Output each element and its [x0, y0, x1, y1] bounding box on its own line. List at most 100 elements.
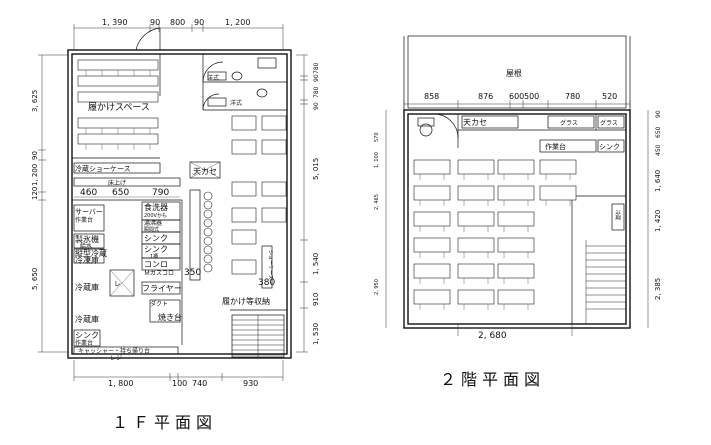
f1-hall-table: [231, 229, 257, 245]
f2-left-dim-4: 2, 950: [374, 279, 380, 295]
f1-dishwasher-spec-label: 200Vかも: [144, 212, 167, 219]
f1-bottom-dim-3: 740: [192, 379, 207, 388]
f1-bottom-dim-4: 930: [243, 379, 258, 388]
f1-fryer-label: フライヤー: [142, 284, 182, 293]
f2-sink-label: シンク: [599, 143, 620, 151]
f1-inner-dim-1: 460: [80, 188, 97, 198]
f1-server-sub-label: 作業台: [75, 216, 93, 224]
f1-inner-dim-2: 650: [112, 188, 129, 198]
f1-sink-sub-label: 1槽: [150, 253, 158, 260]
f2-table: [413, 159, 451, 175]
f1-dishwasher-label: 食洗器: [144, 202, 168, 212]
f2-table: [457, 159, 495, 175]
f1-vertical-fridge-label: 縦型冷蔵: [75, 248, 107, 258]
floor1-top-dimensions: 1, 390 90 800 90 1, 200: [73, 18, 284, 50]
f1-vertical-fridge2-label: 冷凍庫: [75, 255, 99, 265]
f2-left-dim-1: 570: [374, 132, 380, 142]
f2-top-dim-4: 500: [524, 92, 539, 101]
f1-toilet-label-2: 洋式: [230, 99, 242, 107]
f2-table: [413, 211, 451, 227]
f1-hall-table: [231, 207, 257, 223]
f1-hall-table: [261, 115, 287, 131]
f1-inner-dim-5: 380: [258, 278, 275, 288]
floor2-roof: 屋根: [403, 35, 631, 110]
f1-sink3-sub-label: 作業台: [75, 339, 93, 347]
floor1-showcase: 冷蔵ショーケース 床上げ 460 650 790: [73, 162, 181, 198]
f2-glass-label: グラス: [560, 119, 578, 127]
f1-left-dim-3: 1, 200: [31, 164, 39, 186]
f1-stool: [203, 209, 213, 219]
f1-stool: [203, 218, 213, 228]
f1-shoe-storage-label: 履かけ等収納: [222, 296, 270, 306]
f1-counter-under-label: 床上げ: [108, 179, 126, 187]
floor1-toilets: 洋式 洋式: [202, 57, 277, 111]
f1-counter: [189, 189, 201, 281]
f1-hall-table: [261, 207, 287, 223]
f1-hall-table: [261, 139, 287, 155]
f1-stool: [203, 254, 213, 264]
f2-top-dim-3: 600: [509, 92, 524, 101]
floor2-left-dimensions: 570 1, 100 2, 465 2, 950: [374, 110, 387, 328]
f1-stove-label: コンロ: [144, 260, 168, 269]
f1-top-dim-1: 1, 390: [102, 18, 127, 27]
f1-left-dim-1: 3, 625: [31, 90, 39, 112]
floor1-counter-stools: [189, 189, 213, 281]
f2-table: [497, 185, 535, 201]
floor1-bottom-dimensions: 1, 800 100 740 930: [73, 360, 284, 388]
f1-stool: [203, 191, 213, 201]
f2-right-dim-2: 650: [655, 126, 662, 138]
floor2-toilet: [417, 117, 435, 137]
f1-hall-table: [231, 181, 257, 197]
f1-left-dim-4: 120: [31, 187, 39, 200]
f1-table: [77, 75, 159, 87]
f2-table: [457, 185, 495, 201]
f1-fridge1-label: 冷蔵庫: [75, 282, 99, 292]
f1-right-dim-5: 5, 015: [312, 158, 320, 180]
floor-2-plan: 屋根 858 876 600 500 780 520: [374, 35, 662, 389]
f1-toilet-label-1: 洋式: [207, 74, 219, 82]
f2-right-dim-6: 2, 385: [654, 278, 662, 300]
f2-table: [457, 211, 495, 227]
f1-fridge2-label: 冷蔵庫: [75, 314, 99, 324]
f1-right-dim-2: 90: [313, 74, 320, 82]
f2-table: [539, 185, 577, 201]
f1-water-heater-label: 湯沸器: [144, 219, 162, 227]
f1-top-dim-2: 90: [150, 18, 160, 27]
f1-hall-table: [231, 139, 257, 155]
f2-table: [413, 185, 451, 201]
f1-left-dim-2: 90: [31, 151, 39, 160]
f1-right-dim-4: 90: [313, 102, 320, 110]
f1-table: [77, 117, 159, 129]
f1-right-dim-3: 780: [313, 86, 320, 98]
floor1-stairs: [232, 315, 284, 357]
floor2-bottom-dimension: 2, 680: [457, 324, 573, 341]
f2-top-dim-6: 520: [602, 92, 617, 101]
f1-server-label: サーバー: [75, 208, 103, 216]
f1-shoe-space-label: 履かけスペース: [88, 102, 150, 113]
f1-inner-dim-3: 790: [152, 188, 169, 198]
floor1-kitchen: サーバー 作業台 製氷機 給水 縦型冷蔵 冷凍庫 レ 冷蔵庫 冷蔵庫 シンク 作…: [73, 201, 201, 362]
floor1-top-seating: [77, 59, 159, 150]
floor1-right-dimensions: 780 90 780 90 5, 015 1, 540 910 1, 530: [296, 54, 320, 353]
f2-bottom-dim: 2, 680: [478, 331, 507, 341]
f1-top-dim-3: 800: [170, 18, 185, 27]
f1-hall-table: [231, 259, 257, 275]
f2-right-dim-4: 1, 640: [654, 170, 662, 192]
f2-right-dim-5: 1, 420: [654, 210, 662, 232]
f1-stool: [203, 227, 213, 237]
floor2-seating: [413, 159, 577, 310]
f2-prep-label: 作業台: [545, 142, 566, 151]
f1-sink1-label: シンク: [144, 234, 168, 243]
f2-right-dim-1: 90: [655, 110, 662, 118]
f1-ws-ref-label: レ: [114, 280, 121, 288]
f2-table: [457, 263, 495, 279]
f1-tenkase-label: 天カセ: [193, 167, 217, 176]
f2-left-dim-2: 1, 100: [374, 152, 380, 168]
floor1-right-area: ショーケース 380 履かけ等収納: [222, 245, 287, 358]
f1-sink3-label: シンク: [75, 331, 99, 340]
floor1-tenkase: 天カセ: [189, 161, 221, 179]
f2-table: [457, 237, 495, 253]
f1-hall-table: [261, 181, 287, 197]
f2-glass2-label: グラス: [600, 119, 618, 127]
